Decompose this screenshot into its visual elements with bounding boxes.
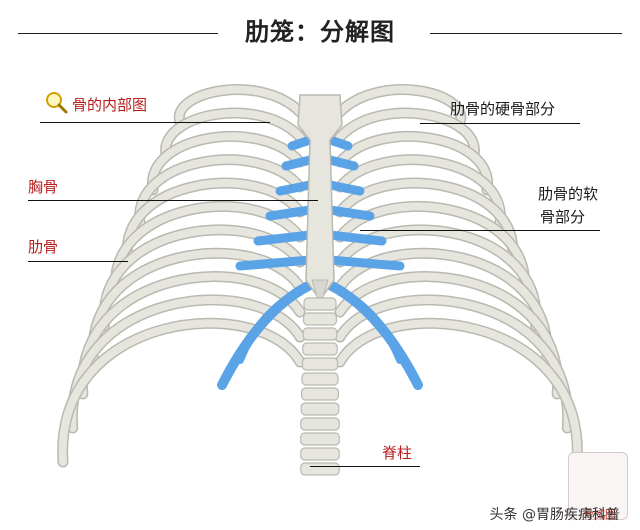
- cartilage-left: [235, 255, 315, 271]
- rib-right-fill: [336, 155, 505, 228]
- watermark-badge: [568, 452, 628, 520]
- cartilage-right-lower-2: [336, 288, 404, 364]
- cartilage-left-lower-2: [236, 288, 304, 364]
- vertebra: [302, 327, 338, 341]
- rib-right-fill: [336, 109, 479, 160]
- vertebra: [303, 312, 338, 326]
- rib-right-fill: [336, 319, 582, 466]
- rib-left-fill: [175, 85, 304, 126]
- sternum-bone: [297, 94, 343, 302]
- label-rib: 肋骨: [28, 238, 59, 256]
- vertebra: [300, 432, 340, 446]
- title-rule-left: [18, 33, 218, 34]
- watermark-credit: 头条 @胃肠疾病科普: [489, 507, 620, 523]
- leader-rib: [28, 261, 128, 262]
- leader-rib-hard-part: [420, 123, 580, 124]
- rib-left-fill: [111, 202, 304, 296]
- vertebra: [301, 372, 339, 386]
- rib-right-fill: [336, 202, 529, 296]
- label-spine: 脊柱: [382, 444, 413, 462]
- cartilage-right: [325, 255, 405, 271]
- rib-left-fill: [135, 155, 304, 228]
- label-rib-soft-part-line1: 肋骨的软: [538, 185, 599, 203]
- costal-cartilage: [217, 135, 423, 390]
- rib-right-fill: [336, 225, 540, 330]
- cartilage-left: [281, 155, 315, 171]
- rib-left-fill: [58, 319, 304, 466]
- cartilage-right: [325, 135, 353, 151]
- vertebra: [300, 462, 340, 476]
- vertebra: [303, 297, 337, 311]
- vertebra: [301, 357, 339, 371]
- label-rib-hard-part: 肋骨的硬骨部分: [450, 100, 556, 118]
- leader-inner-bone: [40, 122, 270, 123]
- cartilage-right: [325, 155, 359, 171]
- vertebra: [302, 342, 338, 356]
- leader-rib-soft-part: [360, 230, 600, 231]
- vertebra: [300, 402, 340, 416]
- vertebra: [300, 417, 340, 431]
- cartilage-left: [253, 230, 315, 246]
- rib-right-fill: [336, 179, 517, 262]
- cartilage-right: [325, 205, 375, 221]
- label-sternum: 胸骨: [28, 178, 59, 196]
- cartilage-right: [325, 230, 387, 246]
- watermark-badge-text: 骨威图: [583, 508, 616, 521]
- cartilage-left: [265, 205, 315, 221]
- cartilage-right: [325, 180, 365, 196]
- leader-spine: [310, 466, 420, 467]
- title-rule-right: [430, 33, 622, 34]
- rib-left-fill: [123, 179, 304, 262]
- cartilage-left: [287, 135, 315, 151]
- rib-right-fill: [336, 85, 465, 126]
- rib-left-fill: [100, 225, 304, 330]
- rib-left-fill: [148, 132, 304, 194]
- leader-sternum: [28, 200, 318, 201]
- magnifier-icon: [46, 92, 68, 114]
- rib-right-fill: [336, 132, 492, 194]
- left-ribs: [57, 84, 306, 468]
- right-ribs: [334, 84, 583, 468]
- sternum-body: [297, 94, 343, 302]
- label-rib-soft-part-line2: 骨部分: [540, 208, 586, 226]
- cartilage-left: [275, 180, 315, 196]
- vertebra: [301, 387, 340, 401]
- spine-vertebrae: [300, 297, 340, 476]
- vertebra: [300, 447, 340, 461]
- diagram-title: 肋笼：分解图: [245, 17, 395, 46]
- label-inner-bone: 骨的内部图: [72, 96, 148, 114]
- rib-left-fill: [161, 109, 304, 160]
